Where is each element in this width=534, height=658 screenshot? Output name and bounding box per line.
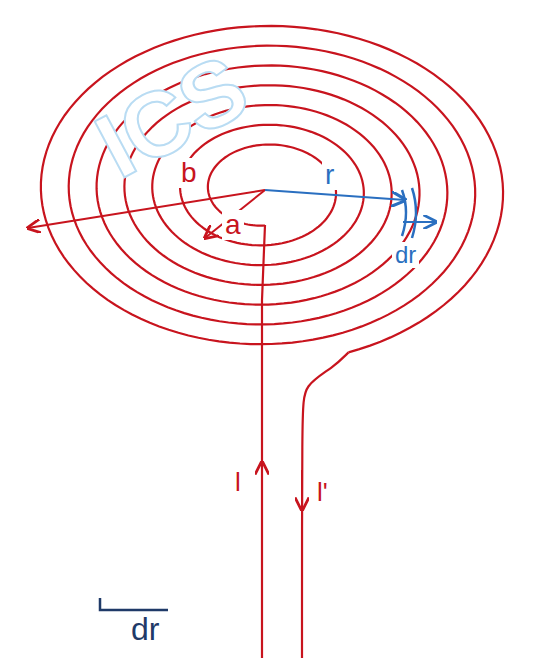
ring-element (402, 190, 406, 236)
radius-r-arrow (265, 190, 405, 200)
fraction-bar (100, 598, 168, 610)
ring-element (412, 188, 416, 238)
watermark: ICS (82, 39, 261, 192)
width-label: dr (392, 242, 419, 268)
current-arrow (261, 462, 263, 500)
formula-text: dr (128, 612, 162, 646)
spiral-coil (41, 26, 503, 352)
inner-lead (262, 225, 265, 658)
dr-arrow (403, 221, 436, 223)
radius-label: a (222, 210, 244, 240)
outer-lead (302, 352, 348, 658)
current-label: l (232, 468, 244, 496)
radius-label: r (322, 160, 337, 190)
radius-label: b (178, 158, 200, 188)
current-label: l' (314, 478, 331, 506)
current-arrow (301, 470, 303, 510)
